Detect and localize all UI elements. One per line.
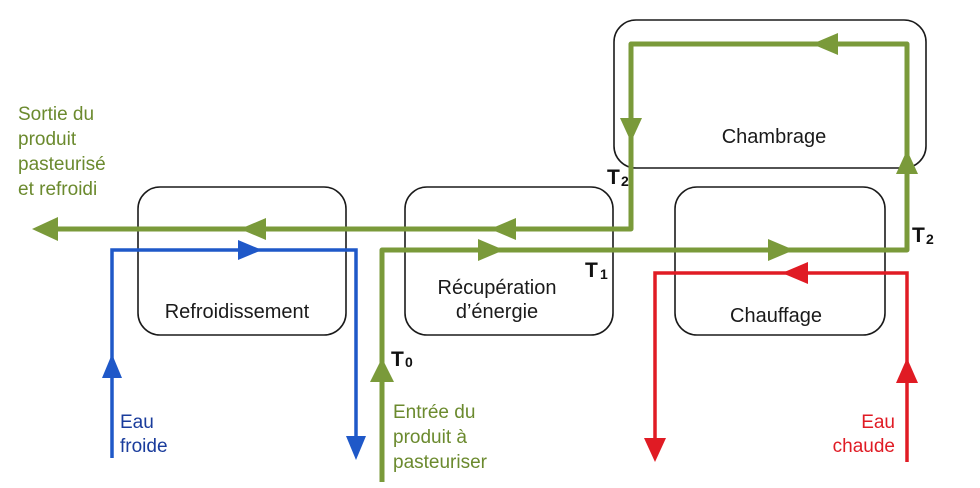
t2-top-marker: T 2 (607, 166, 629, 189)
chambrage-label: Chambrage (722, 126, 827, 148)
svg-text:0: 0 (405, 354, 413, 370)
product-arrow-chambrage-down (620, 118, 642, 142)
recuperation-label-line2: d’énergie (456, 301, 538, 323)
svg-text:T: T (391, 348, 404, 371)
chambrage-box (613, 19, 927, 169)
svg-text:T: T (607, 166, 620, 189)
cold-water-arrow-in (102, 354, 122, 378)
svg-text:pasteurisé: pasteurisé (18, 154, 106, 175)
chauffage-label: Chauffage (730, 305, 822, 327)
svg-text:2: 2 (621, 173, 629, 189)
svg-text:pasteuriser: pasteuriser (393, 452, 488, 473)
svg-text:T: T (585, 259, 598, 282)
svg-text:et refroidi: et refroidi (18, 179, 97, 200)
cold-water-arrow-mid (238, 240, 262, 260)
product-arrow-exit (32, 217, 58, 241)
product-arrow-chauffage-in (768, 239, 794, 261)
svg-text:froide: froide (120, 436, 168, 457)
cold-water-arrow-out (346, 436, 366, 460)
hot-water-arrow-in (896, 358, 918, 383)
refroidissement-box (137, 186, 347, 336)
sortie-label: Sortie du produit pasteurisé et refroidi (18, 104, 106, 200)
product-arrow-recup-out (490, 218, 516, 240)
svg-text:Entrée du: Entrée du (393, 402, 475, 423)
recuperation-label-line1: Récupération (438, 277, 557, 299)
svg-text:2: 2 (926, 231, 934, 247)
hot-water-arrow-out (644, 438, 666, 462)
svg-text:Sortie du: Sortie du (18, 104, 94, 125)
svg-text:chaude: chaude (833, 436, 895, 457)
product-heating-line (52, 41, 910, 482)
svg-text:T: T (912, 224, 925, 247)
eau-chaude-label: Eau chaude (833, 412, 895, 457)
chauffage-box (674, 186, 886, 336)
product-arrow-refroid-out (240, 218, 266, 240)
product-arrow-up-chambrage (896, 150, 918, 174)
product-arrow-entry (370, 358, 394, 382)
hot-water-arrow-mid (782, 262, 808, 284)
hot-water-line (653, 271, 909, 462)
svg-text:1: 1 (600, 266, 608, 282)
t0-marker: T 0 (391, 348, 413, 371)
recuperation-box (404, 186, 614, 336)
product-arrow-chambrage-top (812, 33, 838, 55)
svg-text:Eau: Eau (120, 412, 154, 433)
refroidissement-label: Refroidissement (165, 301, 310, 323)
svg-text:Eau: Eau (861, 412, 895, 433)
eau-froide-label: Eau froide (120, 412, 168, 457)
product-flow (52, 41, 910, 482)
product-arrows (32, 33, 918, 382)
svg-text:produit: produit (18, 129, 77, 150)
svg-text:produit à: produit à (393, 427, 467, 448)
t1-marker: T 1 (585, 259, 608, 282)
entree-label: Entrée du produit à pasteuriser (393, 402, 488, 473)
t2-right-marker: T 2 (912, 224, 934, 247)
product-arrow-recup-in (478, 239, 504, 261)
